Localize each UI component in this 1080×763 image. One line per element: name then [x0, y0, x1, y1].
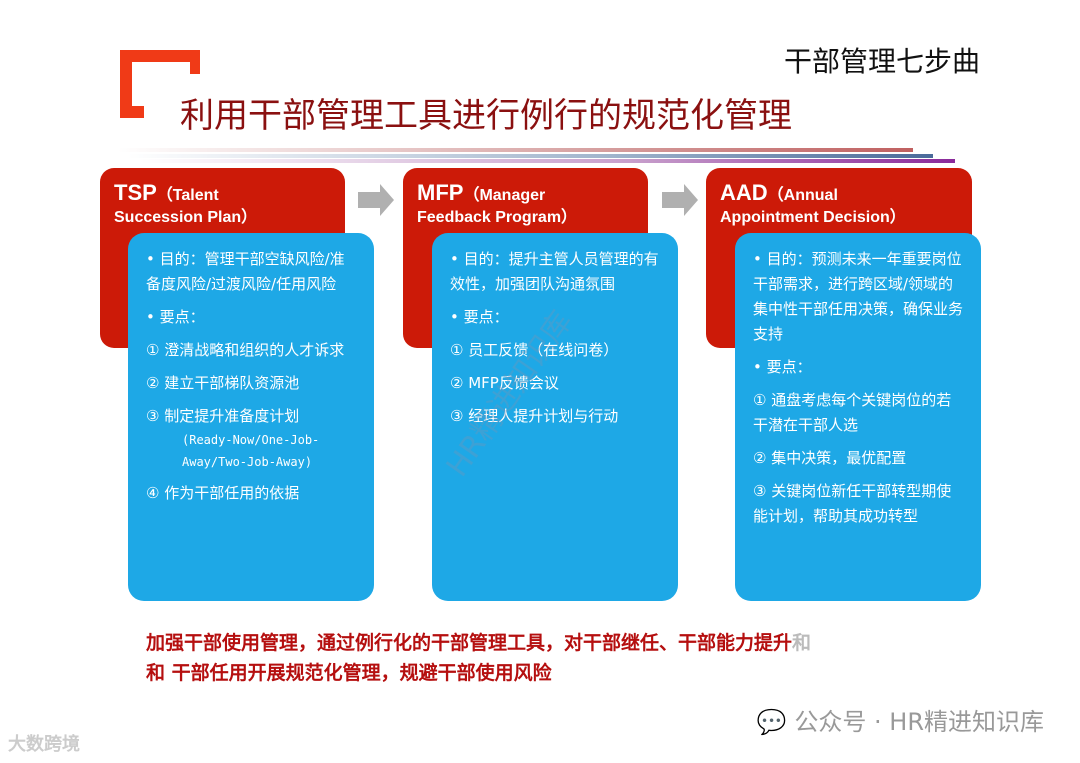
- list-item: ② 集中决策，最优配置: [753, 449, 907, 467]
- watermark-wechat-text: 公众号 · HR精进知识库: [794, 708, 1044, 736]
- page-title: 利用干部管理工具进行例行的规范化管理: [180, 96, 792, 136]
- list-item: ③ 经理人提升计划与行动: [450, 407, 619, 425]
- aad-name-2: Appointment Decision）: [720, 209, 906, 226]
- mfp-name-1: （Manager: [463, 187, 546, 204]
- decor-line-purple: [140, 159, 955, 163]
- mfp-points-label: • 要点：: [450, 308, 509, 326]
- list-item: ① 员工反馈（在线问卷）: [450, 341, 619, 359]
- mfp-purpose: • 目的：提升主管人员管理的有效性，加强团队沟通氛围: [450, 250, 659, 293]
- tsp-abbr: TSP: [114, 180, 157, 205]
- tsp-name-2: Succession Plan）: [114, 209, 258, 226]
- decor-line-red: [118, 148, 913, 152]
- tsp-points-label: • 要点：: [146, 308, 205, 326]
- watermark-left: 大数跨境: [8, 734, 80, 755]
- bracket-cut: [132, 62, 192, 102]
- watermark-wechat: 💬 公众号 · HR精进知识库: [757, 702, 1044, 737]
- summary-line-1-fade: 和: [792, 632, 812, 654]
- bracket-tab: [190, 50, 200, 74]
- aad-name-1: （Annual: [767, 187, 838, 204]
- aad-points-label: • 要点：: [753, 358, 812, 376]
- mfp-detail-card: • 目的：提升主管人员管理的有效性，加强团队沟通氛围 • 要点： ① 员工反馈（…: [432, 233, 678, 601]
- list-item: ② MFP反馈会议: [450, 374, 559, 392]
- mfp-abbr: MFP: [417, 180, 464, 205]
- aad-purpose: • 目的：预测未来一年重要岗位干部需求，进行跨区域/领域的集中性干部任用决策，确…: [753, 250, 964, 343]
- list-item: ① 澄清战略和组织的人才诉求: [146, 341, 345, 359]
- section-subtitle: 干部管理七步曲: [783, 45, 980, 78]
- title-bracket-decoration: [120, 50, 190, 118]
- summary-text: 加强干部使用管理，通过例行化的干部管理工具，对干部继任、干部能力提升和 和 干部…: [146, 628, 811, 688]
- arrow-right-icon: [662, 184, 698, 216]
- tsp-note: (Ready-Now/One-Job-Away/Two-Job-Away): [182, 433, 320, 469]
- tsp-name-1: （Talent: [156, 187, 219, 204]
- wechat-icon: 💬: [756, 708, 795, 736]
- tsp-detail-card: • 目的：管理干部空缺风险/准备度风险/过渡风险/任用风险 • 要点： ① 澄清…: [128, 233, 374, 601]
- tsp-purpose: • 目的：管理干部空缺风险/准备度风险/过渡风险/任用风险: [146, 250, 345, 293]
- list-item: ② 建立干部梯队资源池: [146, 374, 300, 392]
- decor-line-blue: [128, 154, 933, 158]
- list-item: ③ 关键岗位新任干部转型期使能计划，帮助其成功转型: [753, 482, 952, 525]
- aad-detail-card: • 目的：预测未来一年重要岗位干部需求，进行跨区域/领域的集中性干部任用决策，确…: [735, 233, 981, 601]
- list-item: ① 通盘考虑每个关键岗位的若干潜在干部人选: [753, 391, 952, 434]
- aad-abbr: AAD: [720, 180, 768, 205]
- summary-line-2: 和 干部任用开展规范化管理，规避干部使用风险: [146, 662, 552, 684]
- list-item: ④ 作为干部任用的依据: [146, 484, 300, 502]
- mfp-name-2: Feedback Program）: [417, 209, 578, 226]
- summary-line-1: 加强干部使用管理，通过例行化的干部管理工具，对干部继任、干部能力提升: [146, 632, 793, 654]
- arrow-right-icon: [358, 184, 394, 216]
- list-item: ③ 制定提升准备度计划: [146, 407, 300, 425]
